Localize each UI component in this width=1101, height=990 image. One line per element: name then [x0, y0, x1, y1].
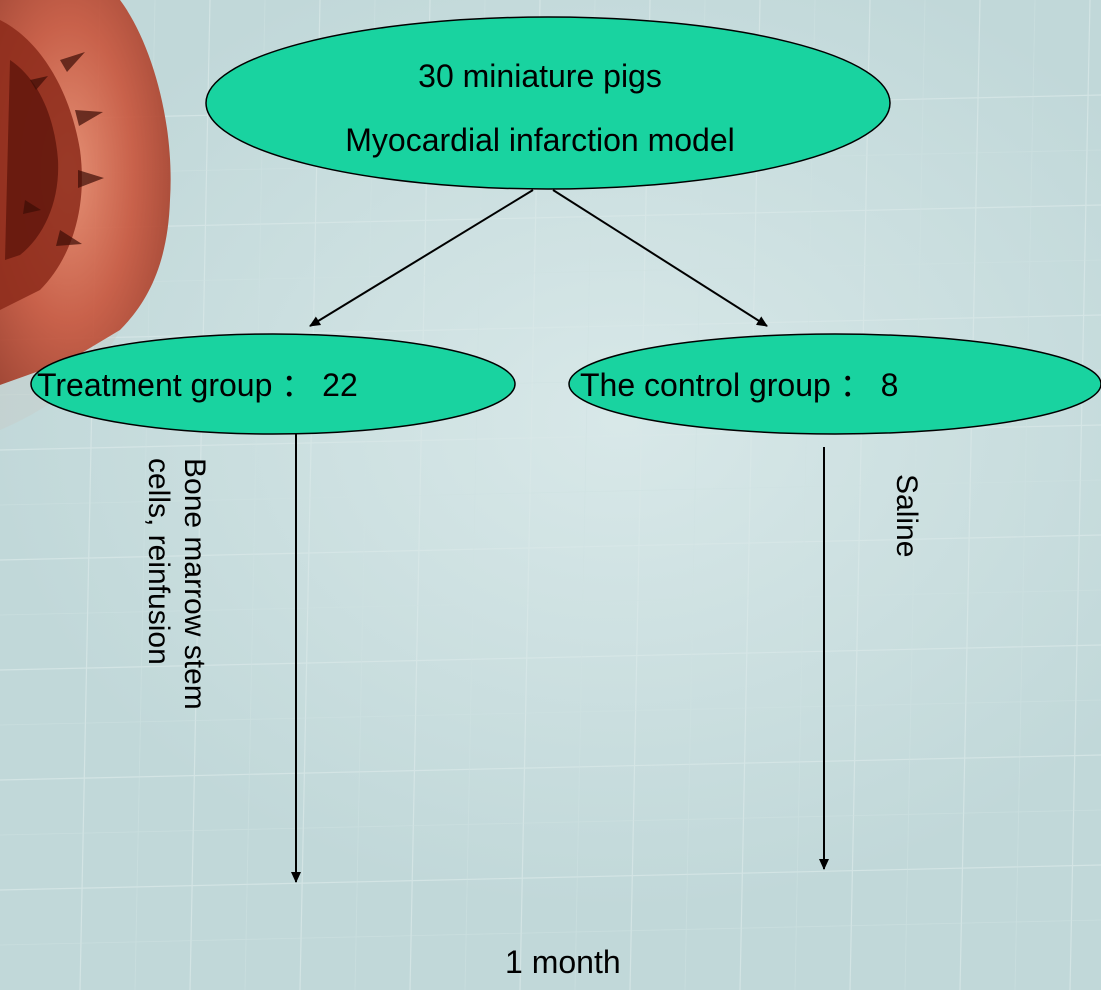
treatment-intervention-line2: cells, reinfusion — [142, 458, 175, 665]
treatment-intervention-line1: Bone marrow stem — [178, 458, 211, 710]
treatment-group-node: Treatment group ： 22 — [31, 334, 515, 434]
control-intervention-label: Saline — [888, 474, 924, 557]
endpoint-label: 1 month — [505, 944, 621, 981]
root-ellipse — [206, 17, 890, 189]
root-line1: 30 miniature pigs — [418, 58, 662, 94]
root-line2: Myocardial infarction model — [345, 122, 735, 158]
control-group-node: The control group ： 8 — [569, 334, 1101, 434]
root-node: 30 miniature pigs Myocardial infarction … — [206, 17, 890, 189]
treatment-group-label: Treatment group ： 22 — [37, 367, 358, 403]
arrow-to-treatment — [310, 190, 533, 326]
arrow-to-control — [553, 190, 767, 326]
control-group-label: The control group ： 8 — [580, 367, 898, 403]
